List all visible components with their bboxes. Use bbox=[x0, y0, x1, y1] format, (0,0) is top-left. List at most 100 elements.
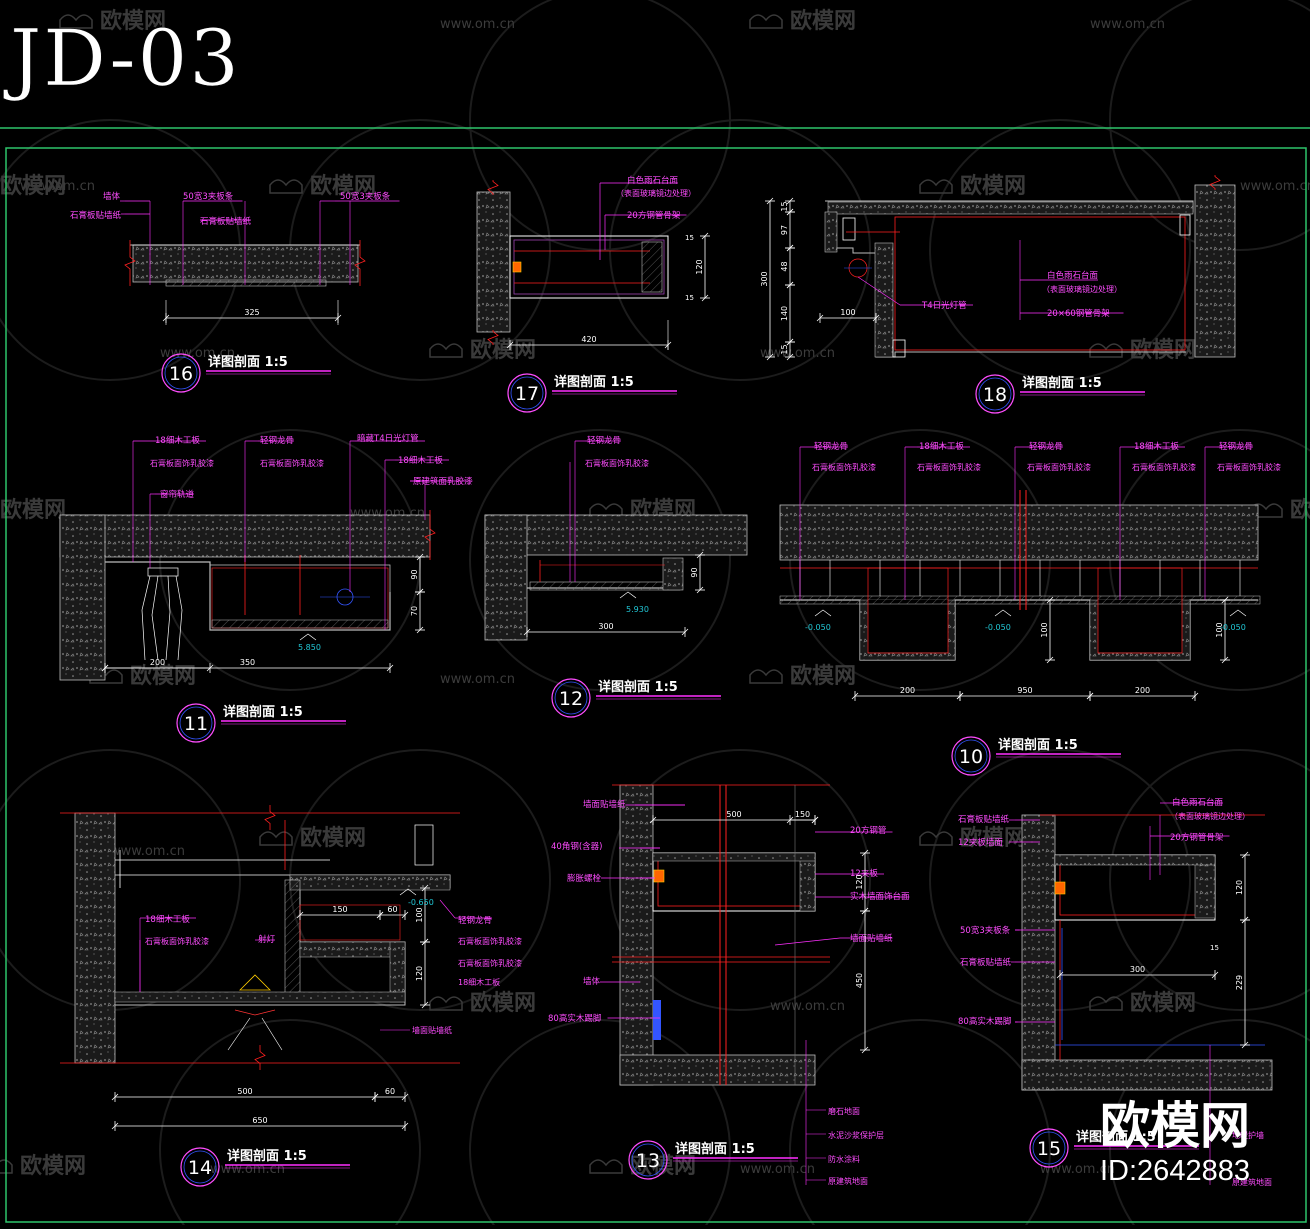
wall-section bbox=[619, 784, 654, 1086]
dim-text: 120 bbox=[855, 874, 864, 889]
dim-tick bbox=[766, 353, 774, 361]
leader-label: 80高实木踢脚 bbox=[958, 1016, 1011, 1027]
dim-150: 150 bbox=[786, 810, 819, 825]
leader-label: 实木墙面饰台面 bbox=[850, 891, 910, 902]
dim-text: 200 bbox=[900, 686, 915, 695]
counter-outline bbox=[652, 852, 816, 912]
floor-section bbox=[619, 1054, 816, 1086]
leader-label: 轻钢龙骨 bbox=[1219, 441, 1253, 452]
dim-150: 150 bbox=[296, 905, 384, 920]
note-5: 12夹板墙面 bbox=[958, 837, 1040, 848]
watermark-sofa-icon bbox=[919, 831, 953, 846]
dim-text: 350 bbox=[240, 658, 255, 667]
watermark-sofa-icon bbox=[919, 179, 953, 194]
watermark-sofa-icon bbox=[429, 996, 463, 1011]
dim-120: 120 bbox=[695, 232, 710, 302]
level-text: -0.050 bbox=[985, 623, 1011, 632]
dim-tick bbox=[786, 208, 794, 216]
callout-circle-inner bbox=[183, 1150, 217, 1184]
note-8: 80高实木踢脚 bbox=[958, 1016, 1055, 1027]
watermark-ring bbox=[929, 119, 1191, 381]
callout-caption: 详图剖面 1:5 bbox=[675, 1141, 755, 1157]
detail-11: 18细木工板石膏板面饰乳胶漆窗帘轨道轻钢龙骨石膏板面饰乳胶漆暗藏T4日光灯管18… bbox=[59, 433, 473, 743]
callout-number: 16 bbox=[169, 363, 193, 385]
callout-number: 18 bbox=[983, 384, 1007, 406]
coffer-right-void bbox=[1097, 599, 1183, 653]
watermark-url: www.om.cn bbox=[760, 346, 835, 361]
leader-label: 18细木工板 bbox=[398, 455, 443, 466]
leader-label: 50宽3夹板条 bbox=[960, 925, 1011, 936]
dim-120: 120 bbox=[1235, 851, 1250, 924]
note-3: 石膏板面饰乳胶漆 bbox=[917, 462, 981, 472]
callout-caption: 详图剖面 1:5 bbox=[998, 737, 1078, 753]
dim-tick bbox=[386, 664, 394, 672]
note-gypsum-2: 石膏板贴墙纸 bbox=[200, 216, 252, 227]
dim-text: 15 bbox=[780, 344, 789, 354]
note-0: 轻钢龙骨 bbox=[800, 441, 848, 452]
note-10: 磨石地面 bbox=[828, 1106, 860, 1116]
dim-229: 229 bbox=[1235, 916, 1250, 1049]
note-13: 原建筑地面 bbox=[828, 1176, 868, 1186]
dim-text: 100 bbox=[1040, 622, 1049, 637]
watermark-brand: 欧模网 bbox=[130, 663, 196, 689]
note-2: 石膏板面饰乳胶漆 bbox=[145, 936, 209, 946]
leader-label: 石膏板贴墙纸 bbox=[200, 216, 252, 227]
note-ply-strip: 50宽3夹板条 bbox=[183, 191, 243, 202]
dim-text: 70 bbox=[410, 606, 419, 616]
edge-block bbox=[662, 557, 684, 591]
detail-10: 轻钢龙骨石膏板面饰乳胶漆18细木工板石膏板面饰乳胶漆轻钢龙骨石膏板面饰乳胶漆18… bbox=[779, 441, 1281, 776]
note-gypsum: 石膏板贴墙纸 bbox=[70, 210, 150, 221]
steel-frame bbox=[657, 857, 811, 907]
dim-tick bbox=[111, 1093, 119, 1101]
note-7: 石膏板面饰乳胶漆 bbox=[1132, 462, 1196, 472]
note-1: 石膏板面饰乳胶漆 bbox=[812, 462, 876, 472]
leader-label: 18细木工板 bbox=[919, 441, 964, 452]
leader-label: 原建筑面乳胶漆 bbox=[413, 476, 473, 487]
leader-label: 暗藏T4日光灯管 bbox=[357, 433, 419, 444]
watermark-brand: 欧模网 bbox=[790, 8, 856, 34]
dim-text: 97 bbox=[780, 225, 789, 235]
watermark-url: www.om.cn bbox=[1040, 1162, 1115, 1177]
note-3: 20方钢管骨架 bbox=[1150, 832, 1230, 843]
vertical-board bbox=[284, 879, 301, 1001]
dim-tick bbox=[101, 664, 109, 672]
watermark-url: www.om.cn bbox=[20, 179, 95, 194]
note-top-sub: （表面玻璃镜边处理） bbox=[616, 188, 696, 198]
board-strip bbox=[165, 279, 327, 287]
dim-tick bbox=[696, 551, 704, 559]
stamp-id: ID:2642883 bbox=[1100, 1155, 1250, 1187]
watermark-brand: 欧模网 bbox=[1130, 990, 1196, 1016]
watermark-ring bbox=[1109, 0, 1310, 251]
dim-text: 140 bbox=[780, 306, 789, 321]
anchor-bolt bbox=[653, 869, 665, 883]
leader-label: 50宽3夹板条 bbox=[183, 191, 234, 202]
watermark-url: www.om.cn bbox=[1240, 179, 1310, 194]
watermark-sofa-icon bbox=[59, 14, 93, 29]
watermark-sofa-icon bbox=[589, 1159, 623, 1174]
anchor-bolt bbox=[512, 261, 522, 273]
dim-tick bbox=[401, 1122, 409, 1130]
dim-100-a: 100 bbox=[1040, 596, 1055, 664]
watermark-brand: 欧模网 bbox=[300, 825, 366, 851]
stone-top bbox=[827, 201, 1194, 215]
bracket bbox=[1179, 214, 1191, 236]
break-top bbox=[1209, 175, 1221, 190]
leader-label: T4日光灯管 bbox=[921, 300, 967, 311]
note-frame: 20方钢管骨架 bbox=[605, 210, 687, 221]
watermark-url: www.om.cn bbox=[440, 17, 515, 32]
dim-tick bbox=[861, 907, 869, 915]
callout-circle-inner bbox=[179, 706, 213, 740]
break-bottom bbox=[254, 1045, 266, 1070]
note-12: 防水涂料 bbox=[828, 1154, 860, 1164]
dim-text: 420 bbox=[581, 335, 596, 344]
frame bbox=[299, 904, 401, 941]
leader-label: 轻钢龙骨 bbox=[814, 441, 848, 452]
dim-text: 229 bbox=[1235, 975, 1244, 990]
curtain-folds bbox=[141, 575, 183, 661]
dim-tick bbox=[1221, 596, 1229, 604]
dim-text: 48 bbox=[780, 261, 789, 271]
dim-100: 100 bbox=[415, 884, 430, 946]
note-11: 水泥沙浆保护层 bbox=[828, 1130, 884, 1140]
